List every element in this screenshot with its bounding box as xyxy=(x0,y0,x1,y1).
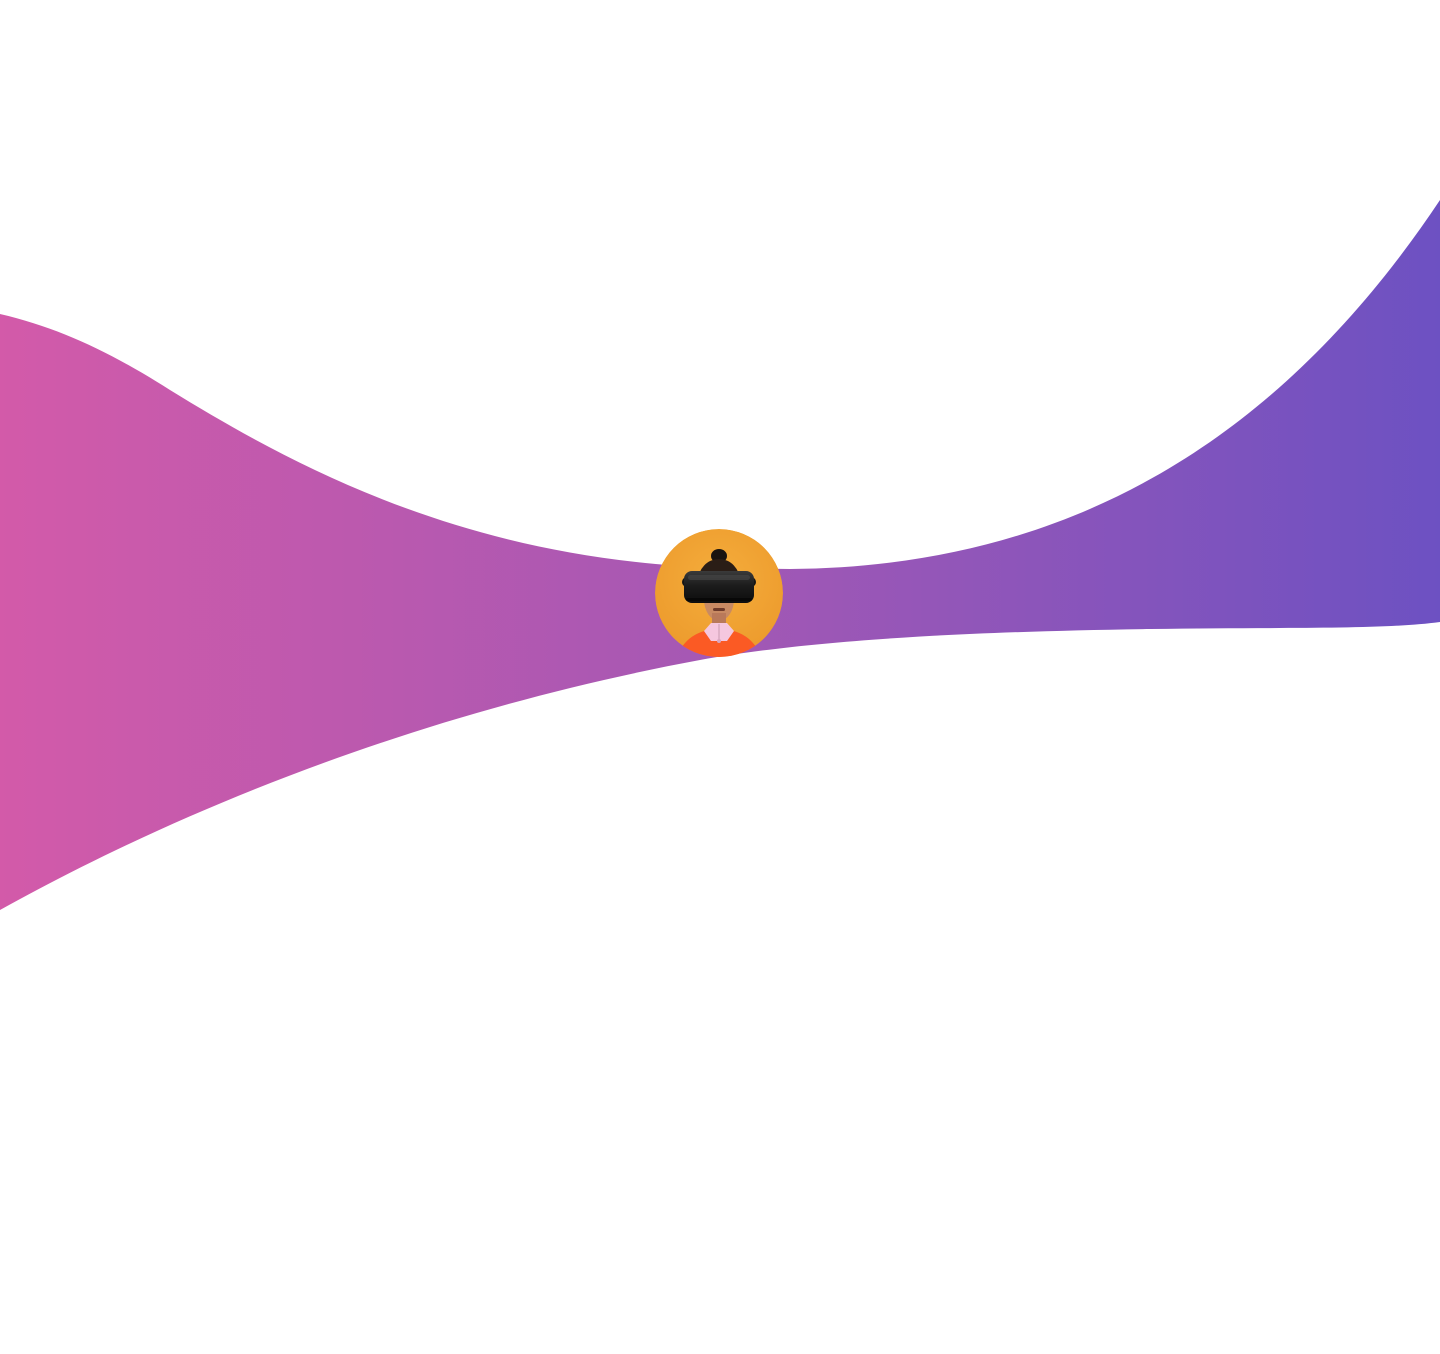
vr-headset-person-icon xyxy=(677,549,761,657)
avatar xyxy=(655,529,783,657)
gradient-ribbon-shape xyxy=(0,200,1440,910)
